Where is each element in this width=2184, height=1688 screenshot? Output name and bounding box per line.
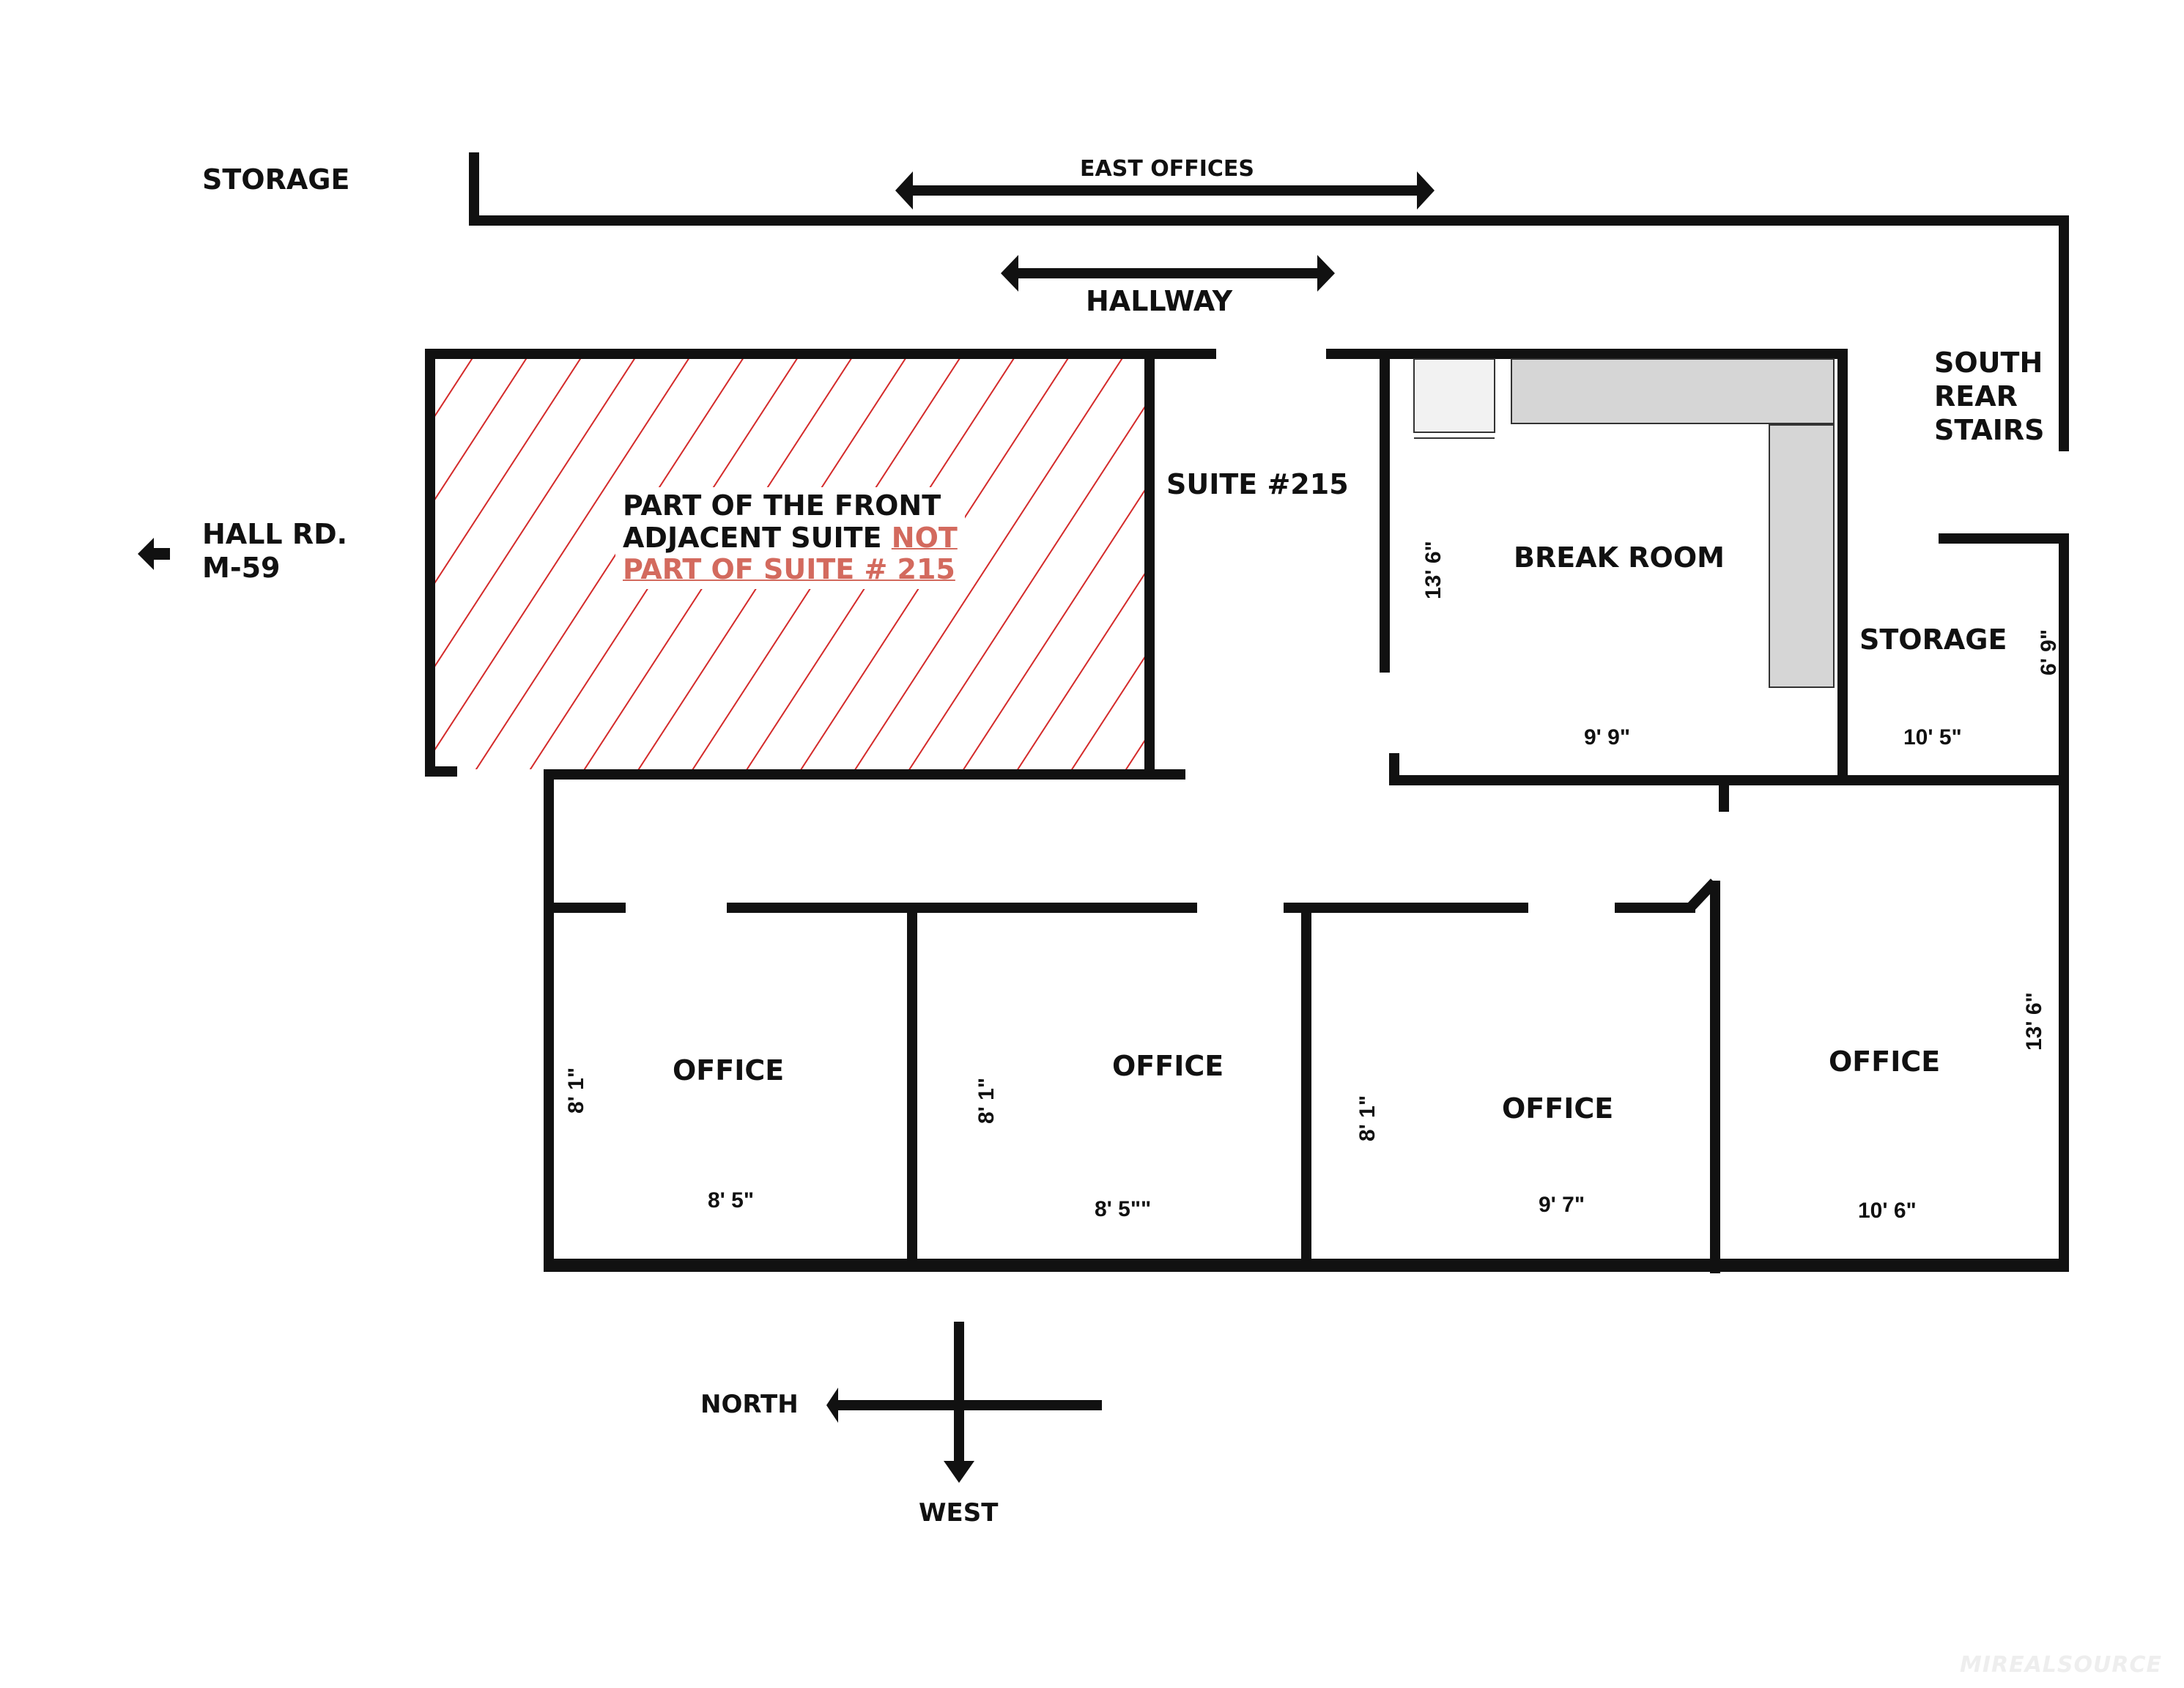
wall-hall-top: [544, 769, 1185, 780]
wall-hall-stub: [1719, 782, 1729, 812]
wall-partition-1: [907, 913, 917, 1266]
wall-excluded-left: [425, 349, 435, 775]
wall-office1-front-left: [544, 903, 626, 913]
excluded-note-line2-black: ADJACENT SUITE: [623, 521, 892, 554]
excluded-note-line1: PART OF THE FRONT: [623, 489, 941, 522]
wall-angled-jamb: [1685, 878, 1719, 912]
wall-office3-front-right: [1615, 903, 1695, 913]
stairs-label-line3: STAIRS: [1934, 414, 2045, 446]
wall-excluded-top: [425, 349, 1216, 359]
wall-partition-3: [1710, 881, 1720, 1273]
wall-breakroom-bottom: [1389, 775, 2068, 785]
wall-stairs-right: [2059, 215, 2069, 451]
excluded-area-note: PART OF THE FRONT ADJACENT SUITE NOT PAR…: [615, 487, 965, 590]
excluded-note-line2: ADJACENT SUITE NOT: [623, 522, 958, 555]
wall-partition-2: [1301, 906, 1311, 1266]
excluded-note-line2-red: NOT: [891, 521, 958, 554]
hall-rd-arrow-icon: [138, 538, 170, 570]
break-room-width: 9' 9": [1584, 725, 1631, 749]
office-4-width: 10' 6": [1858, 1199, 1917, 1223]
wall-breakroom-left: [1380, 358, 1390, 673]
office-1-width: 8' 5": [708, 1188, 755, 1213]
east-offices-label: EAST OFFICES: [1080, 156, 1254, 182]
wall-bottom: [544, 1259, 2069, 1272]
wall-excluded-left-stub: [425, 766, 457, 777]
wall-storage-right: [2059, 533, 2069, 1266]
storage-room-depth: 6' 9": [2037, 629, 2061, 675]
wall-storage-left: [469, 152, 479, 226]
wall-office-front-mid: [727, 903, 1197, 913]
office-4-depth: 13' 6": [2022, 992, 2046, 1051]
wall-corridor-top: [469, 215, 2069, 226]
east-offices-arrow: [895, 171, 1435, 210]
wall-suite-left: [544, 769, 554, 1267]
wall-excluded-right: [1144, 349, 1155, 771]
watermark-logo: MIREALSOURCE: [1959, 1652, 2162, 1678]
wall-suite-top-right: [1326, 349, 1848, 359]
office-2-depth: 8' 1": [974, 1077, 999, 1124]
hallway-label: HALLWAY: [1086, 285, 1233, 317]
office-3-label: OFFICE: [1502, 1092, 1614, 1125]
wall-storage-top: [1939, 533, 2068, 544]
compass-north-label: NORTH: [700, 1390, 799, 1419]
wall-office3-front-left: [1284, 903, 1528, 913]
storage-room-width: 10' 5": [1903, 725, 1962, 749]
compass-icon: [826, 1322, 1102, 1483]
hall-road-label-line2: M-59: [202, 552, 281, 584]
storage-room-label: STORAGE: [1859, 623, 2007, 656]
office-3-width: 9' 7": [1539, 1193, 1585, 1217]
stairs-label-line2: REAR: [1934, 380, 2018, 412]
stairs-label-line1: SOUTH: [1934, 347, 2043, 379]
wall-breakroom-right: [1837, 349, 1848, 781]
hall-road-label-line1: HALL RD.: [202, 518, 348, 550]
hallway-arrow: [1001, 255, 1335, 292]
office-4-label: OFFICE: [1829, 1045, 1941, 1078]
counter-top: [1511, 358, 1835, 424]
break-room-label: BREAK ROOM: [1514, 541, 1725, 574]
compass-west-label: WEST: [919, 1498, 999, 1528]
storage-top-label: STORAGE: [202, 163, 350, 196]
counter-side: [1769, 424, 1835, 688]
office-2-label: OFFICE: [1112, 1050, 1224, 1082]
break-room-depth: 13' 6": [1421, 541, 1445, 599]
office-3-depth: 8' 1": [1355, 1095, 1380, 1141]
appliance-fridge: [1413, 358, 1495, 433]
office-1-depth: 8' 1": [564, 1067, 588, 1114]
excluded-note-line3: PART OF SUITE # 215: [623, 553, 955, 586]
office-2-width: 8' 5"": [1095, 1197, 1152, 1221]
suite-number-label: SUITE #215: [1166, 468, 1349, 500]
office-1-label: OFFICE: [673, 1054, 785, 1087]
walls: [425, 152, 2069, 1273]
